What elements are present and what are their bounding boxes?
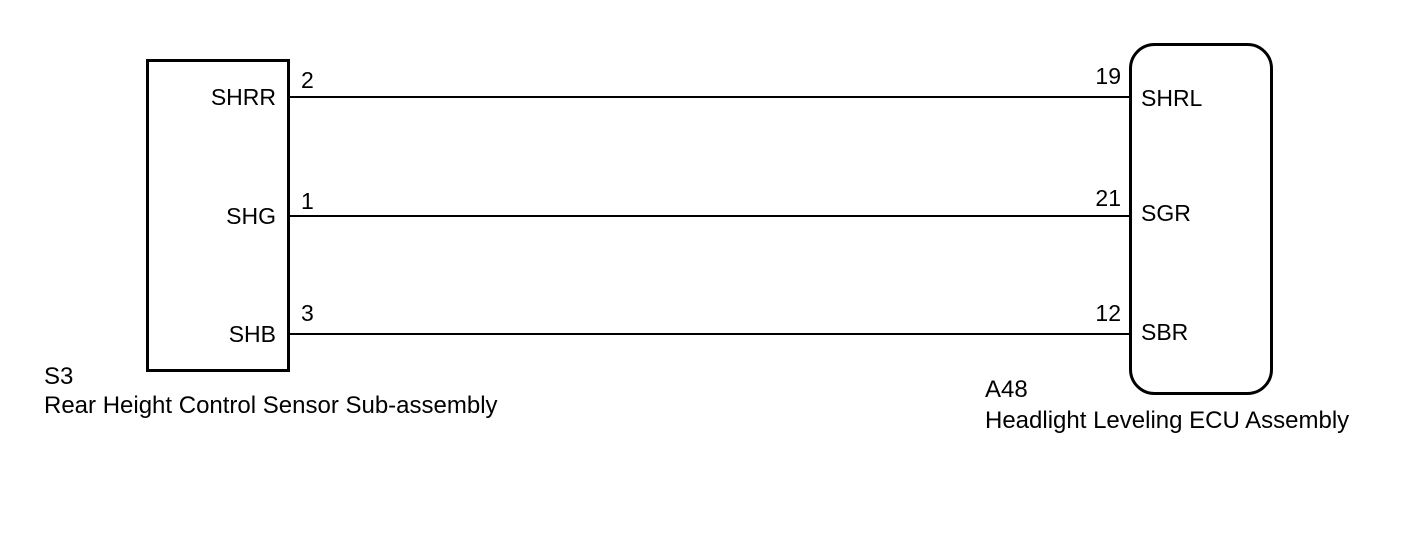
- sensor-pin-number: 3: [301, 300, 314, 326]
- ecu-terminal-name: SGR: [1141, 200, 1191, 226]
- ecu-code: A48: [985, 376, 1028, 403]
- sensor-name: Rear Height Control Sensor Sub-assembly: [44, 392, 498, 419]
- ecu-pin-number: 21: [1095, 185, 1121, 211]
- ecu-terminal-name: SHRL: [1141, 85, 1203, 111]
- sensor-pin-number: 1: [301, 188, 314, 214]
- ecu-name: Headlight Leveling ECU Assembly: [985, 407, 1349, 434]
- sensor-pin-number: 2: [301, 67, 314, 93]
- ecu-pin-number: 12: [1095, 300, 1121, 326]
- sensor-terminal-name: SHRR: [211, 84, 276, 110]
- ecu-box: [1129, 43, 1273, 395]
- sensor-terminal-name: SHB: [229, 321, 276, 347]
- ecu-terminal-name: SBR: [1141, 319, 1188, 345]
- sensor-box: [146, 59, 290, 372]
- sensor-code: S3: [44, 363, 73, 390]
- ecu-pin-number: 19: [1095, 63, 1121, 89]
- sensor-terminal-name: SHG: [226, 203, 276, 229]
